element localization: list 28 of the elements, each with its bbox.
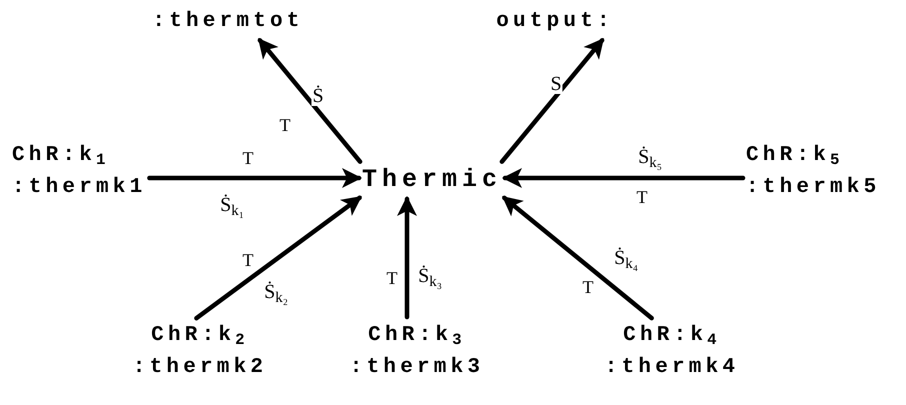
element-name: Thermic xyxy=(362,164,502,196)
effort-label: T xyxy=(386,269,398,287)
element-type: ChR:k$_{5}$ xyxy=(746,143,844,171)
effort-label: T xyxy=(636,188,648,206)
effort-label: T xyxy=(278,116,292,134)
edge-label: S xyxy=(549,74,563,94)
bond-arrow xyxy=(397,196,417,320)
element-type: output: xyxy=(496,9,614,35)
element-type: ChR:k$_{4}$ xyxy=(623,323,721,351)
bond-arrow xyxy=(258,38,362,164)
element-type: ChR:k$_{1}$ xyxy=(12,143,110,171)
effort-label: T xyxy=(242,149,254,167)
bond-arrow xyxy=(194,196,362,320)
element-name: :thermk2 xyxy=(132,355,268,381)
bond-arrow xyxy=(502,168,746,188)
element-name: :thermk3 xyxy=(350,355,484,381)
effort-label: T xyxy=(242,251,254,269)
edge-label: Ṡ xyxy=(311,86,325,106)
element-name: :thermk4 xyxy=(604,355,740,381)
element-name: :thermk1 xyxy=(12,175,146,201)
element-type: ChR:k$_{3}$ xyxy=(368,323,466,351)
bond-arrow xyxy=(147,168,362,188)
effort-label: T xyxy=(582,278,594,296)
element-name: :thermk5 xyxy=(746,175,880,201)
bond-arrow xyxy=(502,196,654,320)
element-type: ChR:k$_{2}$ xyxy=(151,323,249,351)
bond-arrow xyxy=(500,38,604,164)
element-type: :thermtot xyxy=(152,9,304,35)
